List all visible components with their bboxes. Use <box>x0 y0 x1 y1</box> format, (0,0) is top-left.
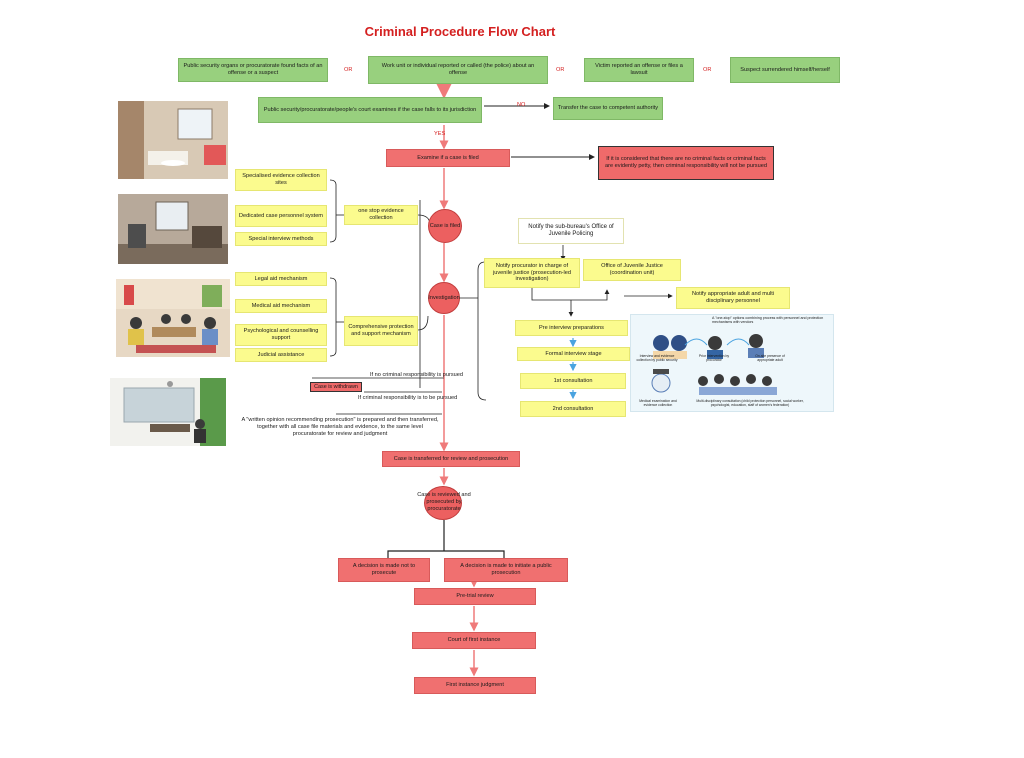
case-filed-node: Case is filed <box>428 209 462 243</box>
written-opinion: A "written opinion recommending prosecut… <box>241 417 439 437</box>
case-transferred: Case is transferred for review and prose… <box>382 451 520 467</box>
observation-room-photo <box>110 378 226 446</box>
one-stop-illustration <box>630 314 834 412</box>
notify-adult: Notify appropriate adult and multi disci… <box>676 287 790 309</box>
illustration-title: A "one-stop" options combining process w… <box>712 316 824 325</box>
notify-procurator: Notify procurator in charge of juvenile … <box>484 258 580 288</box>
support-item: Psychological and counselling support <box>235 324 327 346</box>
interview-step: Formal interview stage <box>517 347 630 361</box>
no-criminal-facts: If it is considered that there are no cr… <box>598 146 774 180</box>
initiate-prosecution: A decision is made to initiate a public … <box>444 558 568 582</box>
support-item: Judicial assistance <box>235 348 327 362</box>
photo-scene <box>116 279 230 357</box>
interview-step: 1st consultation <box>520 373 626 389</box>
jurisdiction-check: Public security/procuratorate/people's c… <box>258 97 482 123</box>
illustration-graphic <box>651 334 777 395</box>
protection-mechanism: Comprehensive protection and support mec… <box>344 316 418 346</box>
yes-label: YES <box>434 131 446 137</box>
illustration-label: Prior intervention by procurator <box>698 354 730 363</box>
evidence-item: Specialised evidence collection sites <box>235 169 327 191</box>
notify-subbureau: Notify the sub-bureau's Office of Juveni… <box>518 218 624 244</box>
support-item: Medical aid mechanism <box>235 299 327 313</box>
interview-step: Pre interview preparations <box>515 320 628 336</box>
photo-scene <box>110 378 226 446</box>
photo-scene <box>118 194 228 264</box>
support-item: Legal aid mechanism <box>235 272 327 286</box>
first-instance-judgment: First instance judgment <box>414 677 536 694</box>
source-surrender: Suspect surrendered himself/herself <box>730 57 840 83</box>
no-label: NO <box>517 102 526 108</box>
not-prosecute: A decision is made not to prosecute <box>338 558 430 582</box>
transfer-case: Transfer the case to competent authority <box>553 97 663 120</box>
no-criminal-pursued: If no criminal responsibility is pursued <box>370 372 463 378</box>
page-title: Criminal Procedure Flow Chart <box>364 24 556 39</box>
illustration-label: Medical examination and evidence collect… <box>639 399 677 408</box>
interview-room-photo-2 <box>118 194 228 264</box>
source-public-security: Public security organs or procuratorate … <box>178 58 328 82</box>
photo-scene <box>118 101 228 179</box>
illustration-label: On-site presence of appropriate adult <box>755 354 785 363</box>
evidence-item: Dedicated case personnel system <box>235 205 327 227</box>
one-stop-evidence: one stop evidence collection <box>344 205 418 225</box>
or-label: OR <box>556 67 565 73</box>
interview-step: 2nd consultation <box>520 401 626 417</box>
reviewed-node <box>424 486 462 520</box>
reviewed-label: Case is reviewed and prosecuted by procu… <box>417 492 471 512</box>
illustration-label: Multi-disciplinary consultation (child p… <box>696 399 804 408</box>
examine-filed: Examine if a case is filed <box>386 149 510 167</box>
illustration-label: Interview and evidence collection by pub… <box>636 354 678 363</box>
or-label: OR <box>344 67 353 73</box>
evidence-item: Special interview methods <box>235 232 327 246</box>
case-withdrawn: Case is withdrawn <box>310 382 362 392</box>
support-meeting-photo <box>116 279 230 357</box>
source-work-unit: Work unit or individual reported or call… <box>368 56 548 84</box>
source-victim: Victim reported an offense or files a la… <box>584 58 694 82</box>
criminal-pursued: If criminal responsibility is to be purs… <box>358 395 458 401</box>
investigation-node: Investigation <box>428 282 460 314</box>
interview-room-photo-1 <box>118 101 228 179</box>
or-label: OR <box>703 67 712 73</box>
court-first-instance: Court of first instance <box>412 632 536 649</box>
office-juvenile: Office of Juvenile Justice (coordination… <box>583 259 681 281</box>
pretrial-review: Pre-trial review <box>414 588 536 605</box>
